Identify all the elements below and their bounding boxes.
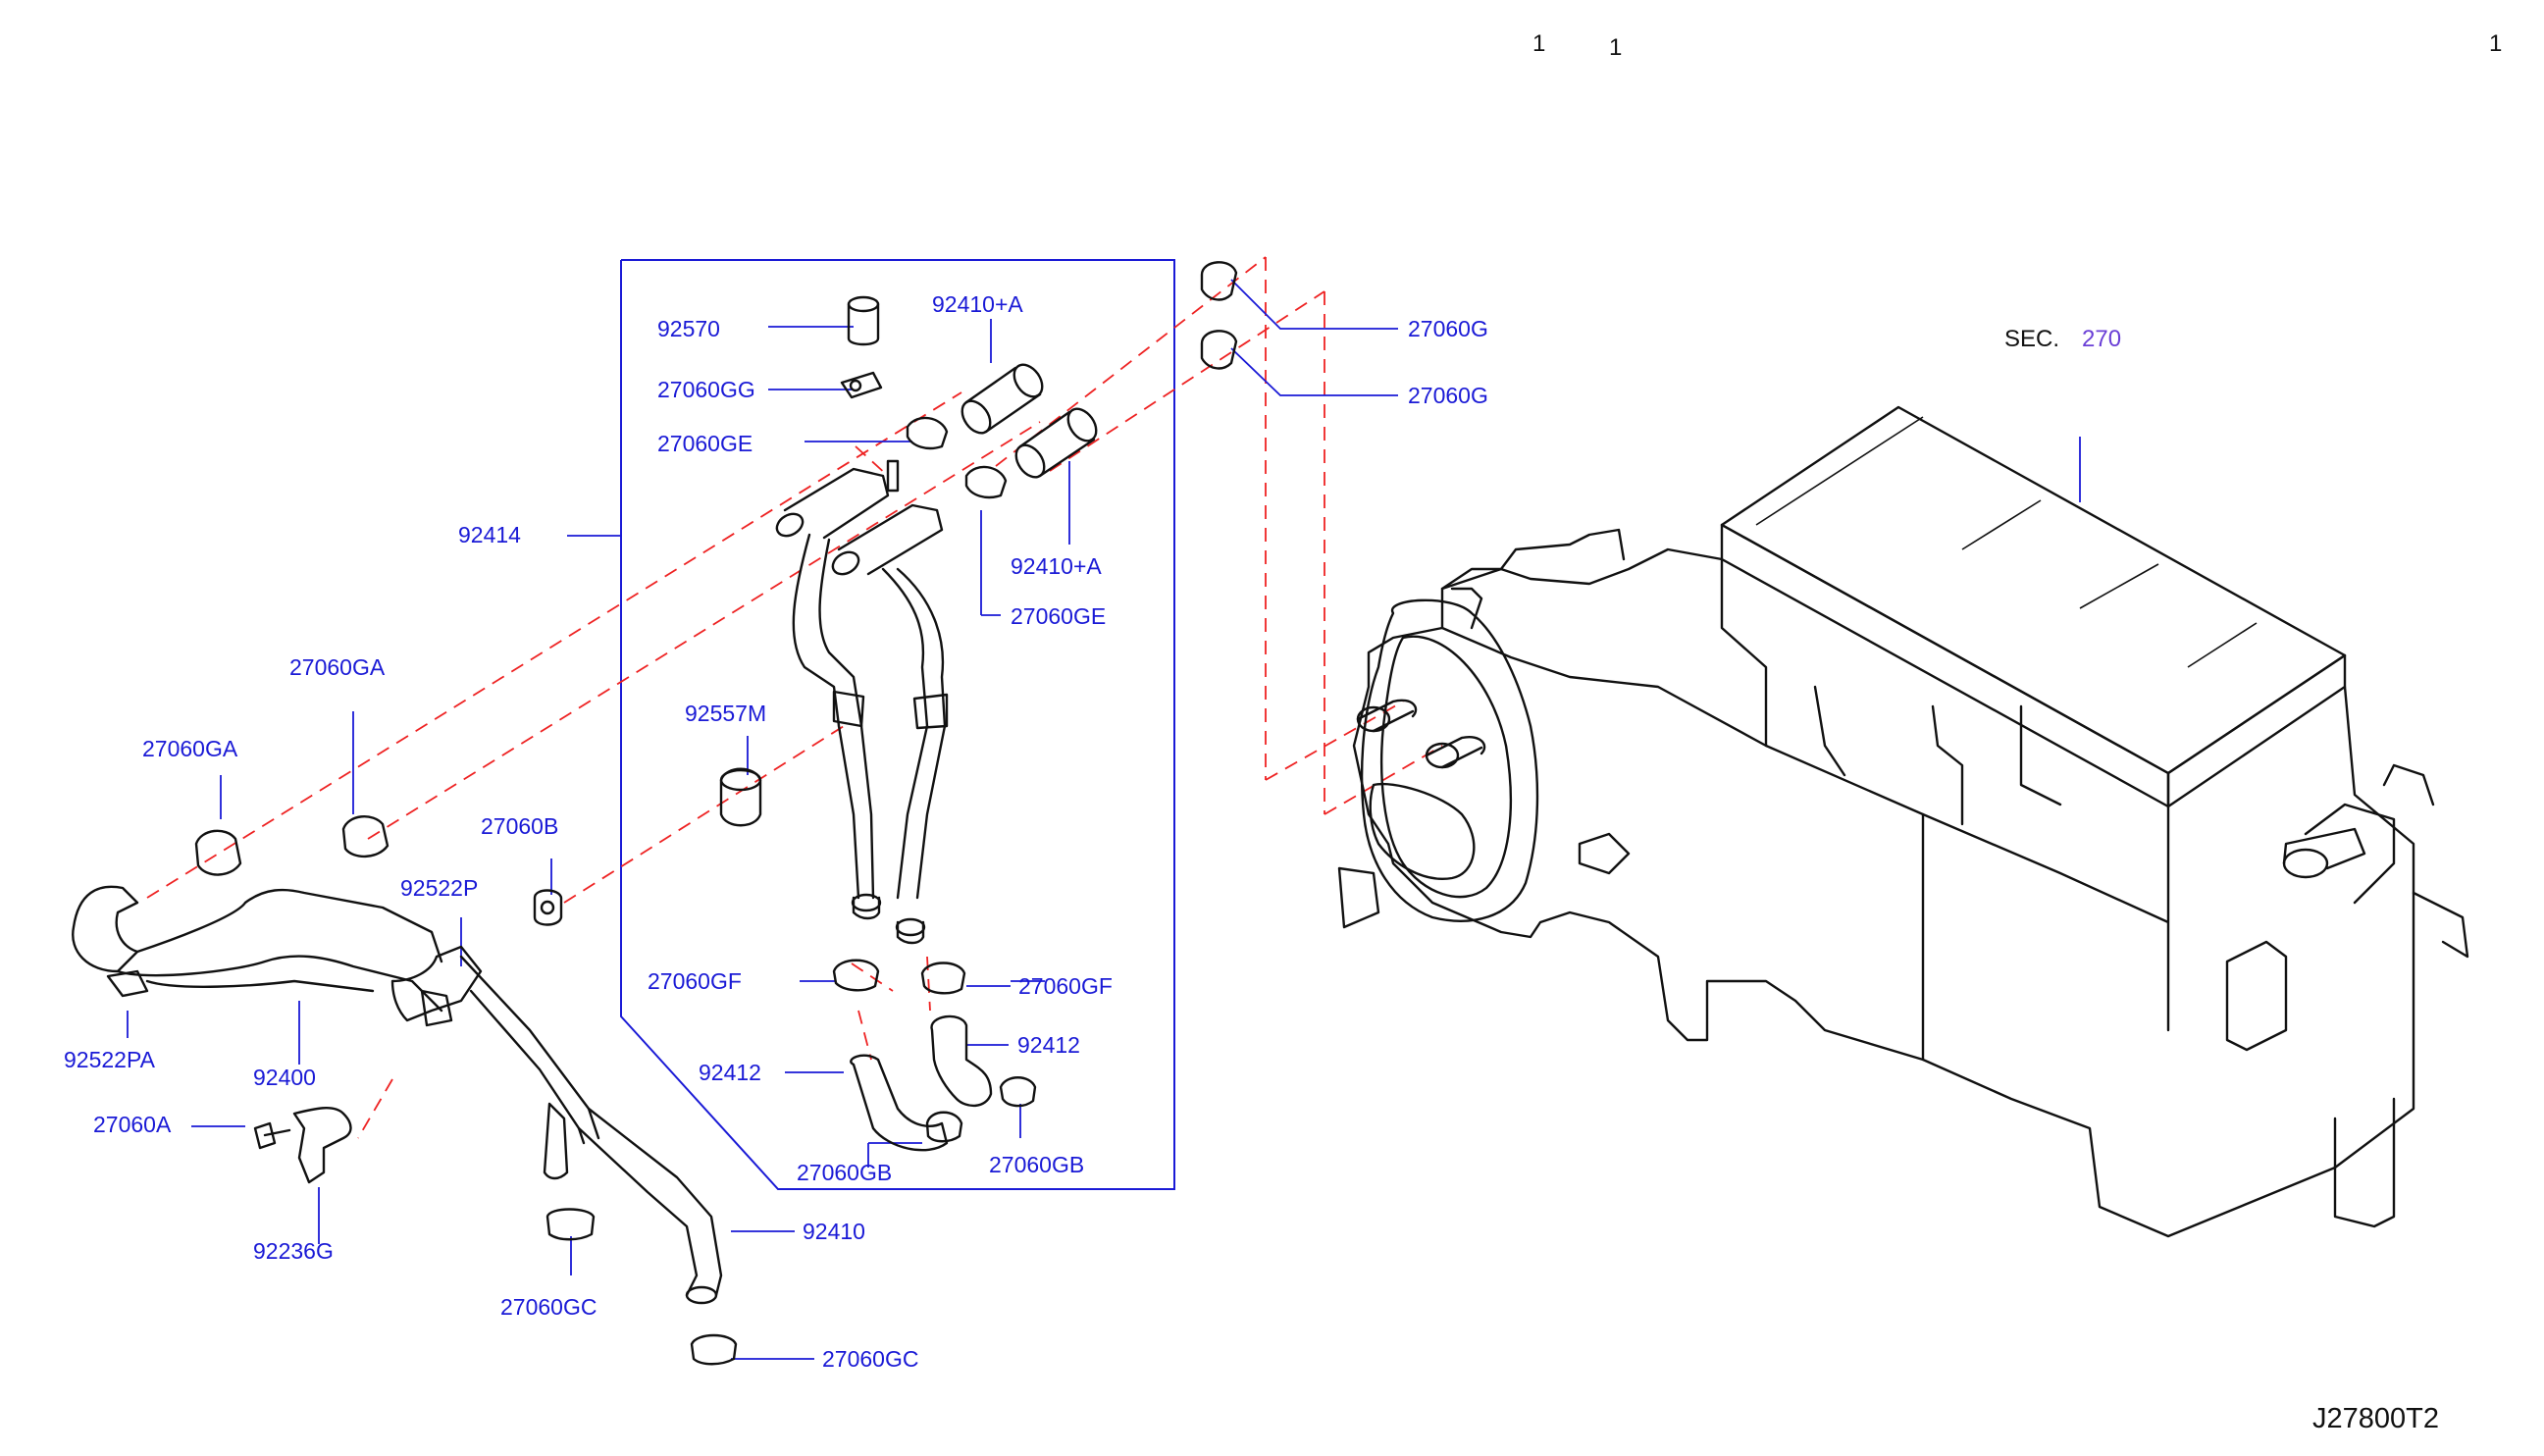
- label-27060b[interactable]: 27060B: [481, 813, 558, 839]
- label-92414[interactable]: 92414: [458, 522, 521, 547]
- label-27060g-top[interactable]: 27060G: [1408, 316, 1488, 341]
- label-27060ga-upper[interactable]: 27060GA: [289, 654, 386, 680]
- section-ref-prefix: SEC.: [2004, 326, 2059, 352]
- label-27060gf-right[interactable]: 27060GF: [1018, 973, 1113, 999]
- label-92522p[interactable]: 92522P: [400, 875, 478, 901]
- heater-hoses-drawing: [72, 815, 738, 1366]
- label-92412-right[interactable]: 92412: [1017, 1032, 1080, 1058]
- label-92410-a-mid[interactable]: 92410+A: [1011, 553, 1102, 579]
- label-27060g-bottom[interactable]: 27060G: [1408, 383, 1488, 408]
- label-27060gf-left[interactable]: 27060GF: [648, 968, 742, 994]
- page-number: 1: [2489, 30, 2502, 57]
- page-number: 1: [1532, 30, 1545, 57]
- leader-lines: [127, 279, 2081, 1360]
- label-92570[interactable]: 92570: [657, 316, 720, 341]
- heater-pipe-assembly-drawing: [533, 261, 1238, 1152]
- label-92410[interactable]: 92410: [803, 1219, 865, 1244]
- label-27060ga-lower[interactable]: 27060GA: [142, 736, 238, 761]
- heater-unit-drawing: [1337, 405, 2469, 1238]
- drawing-code: J27800T2: [2312, 1403, 2439, 1434]
- label-27060gb-left[interactable]: 27060GB: [797, 1160, 892, 1185]
- label-92410-a-top[interactable]: 92410+A: [932, 291, 1023, 317]
- label-27060gb-right[interactable]: 27060GB: [989, 1152, 1084, 1177]
- label-27060a[interactable]: 27060A: [93, 1112, 172, 1137]
- label-27060gc-right[interactable]: 27060GC: [822, 1346, 918, 1372]
- label-27060ge-top[interactable]: 27060GE: [657, 431, 753, 456]
- label-27060gc-left[interactable]: 27060GC: [500, 1294, 597, 1320]
- label-27060ge-mid[interactable]: 27060GE: [1011, 603, 1106, 629]
- label-92400[interactable]: 92400: [253, 1065, 316, 1090]
- label-92557m[interactable]: 92557M: [685, 701, 766, 726]
- assembly-guide-lines: [146, 256, 1443, 1139]
- label-92412-left[interactable]: 92412: [699, 1060, 761, 1085]
- label-27060gg[interactable]: 27060GG: [657, 377, 755, 402]
- page-number: 1: [1609, 34, 1622, 61]
- detail-frame: [620, 259, 1175, 1190]
- section-ref-link[interactable]: 270: [2082, 326, 2121, 352]
- label-92522pa[interactable]: 92522PA: [64, 1047, 156, 1072]
- label-92236g[interactable]: 92236G: [253, 1238, 334, 1264]
